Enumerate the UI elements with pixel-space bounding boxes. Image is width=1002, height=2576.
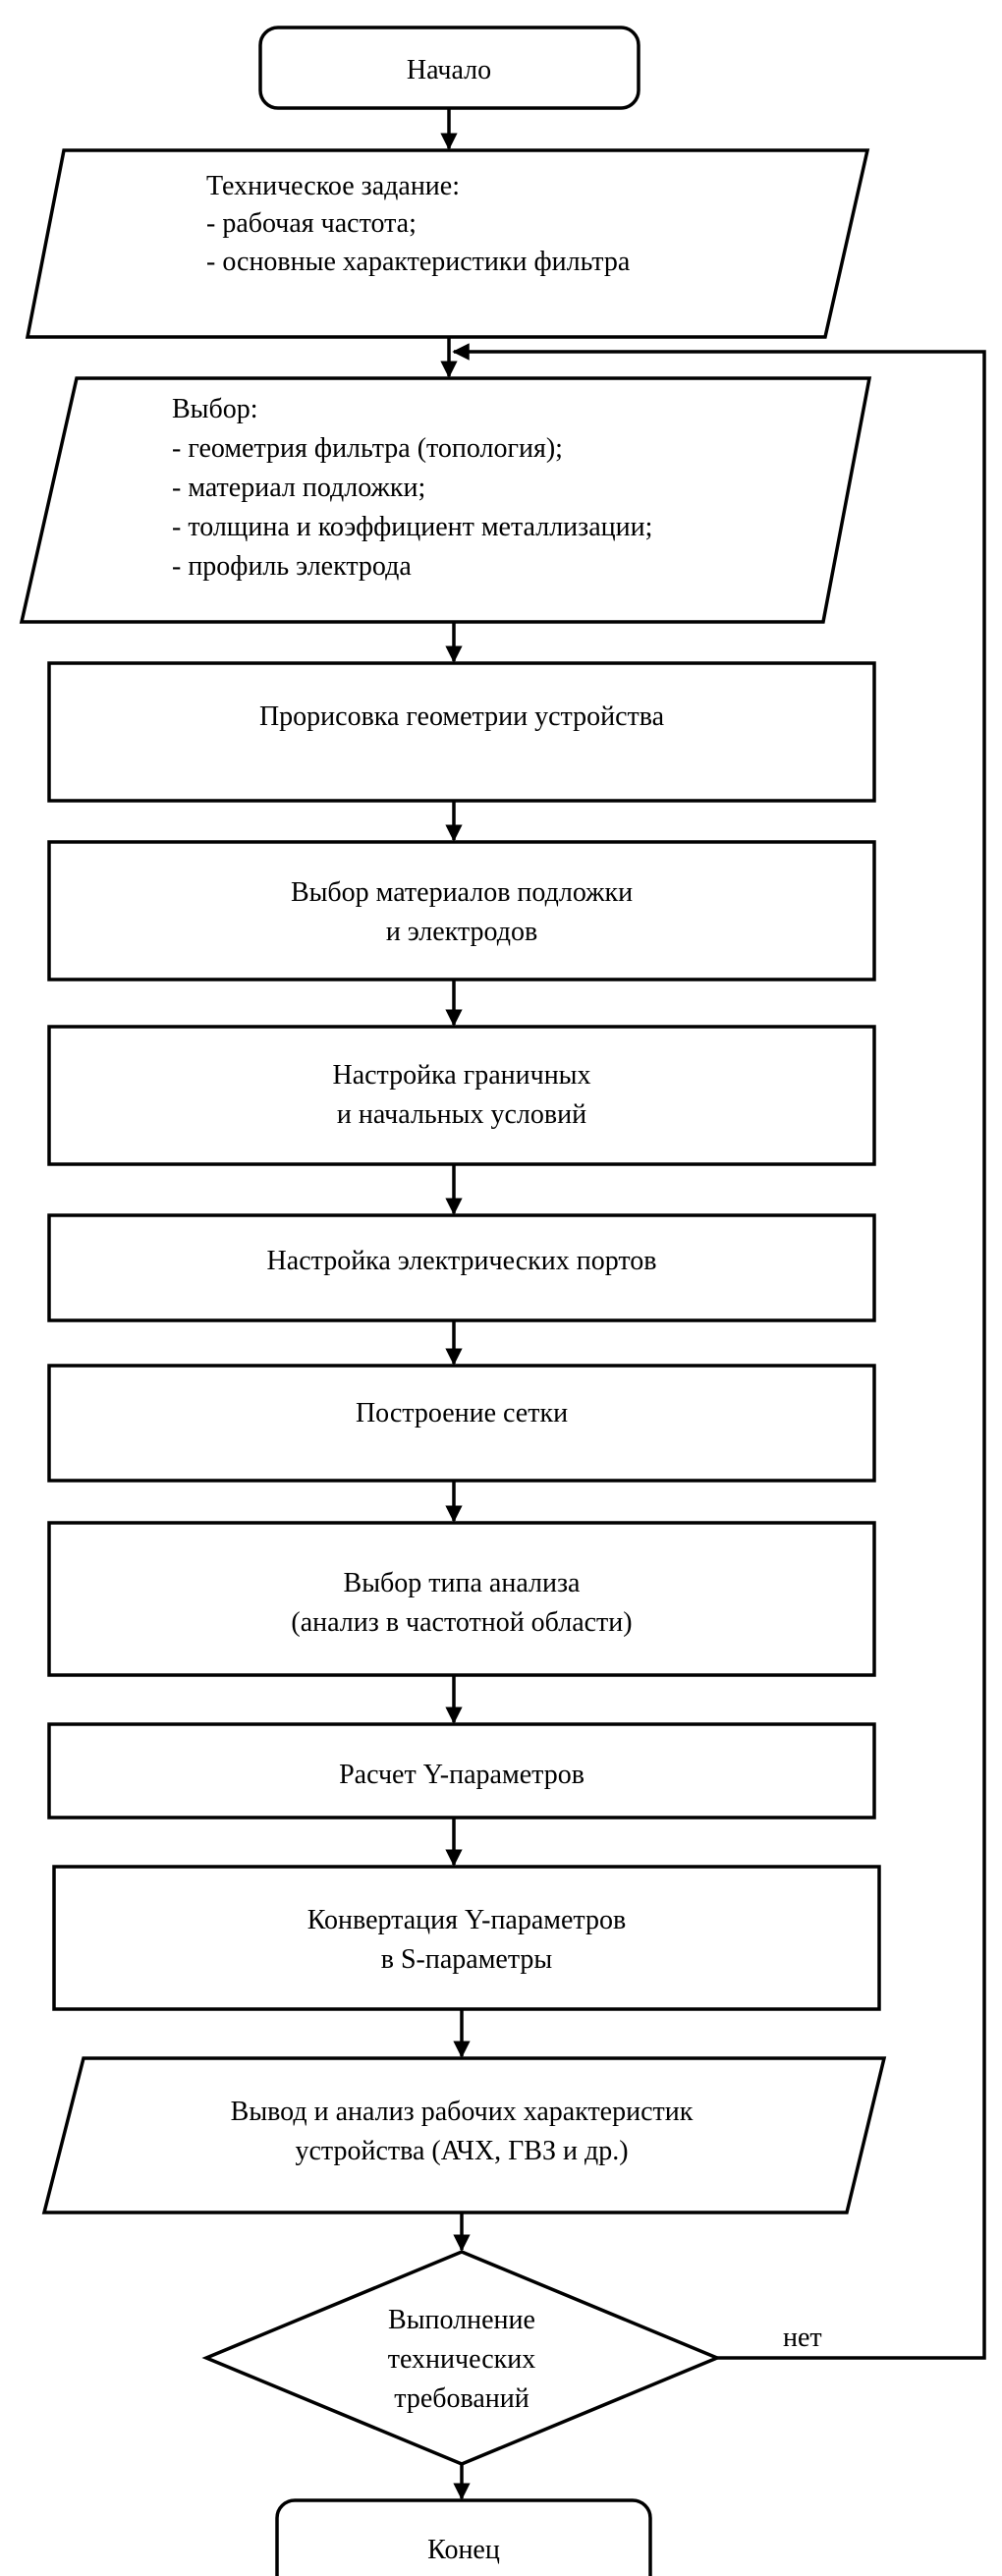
output-label: устройства (АЧХ, ГВЗ и др.) — [295, 2136, 628, 2166]
process-label: Настройка граничных — [332, 1060, 590, 1091]
decision-label: требований — [394, 2383, 529, 2414]
process-boundary-conditions: Настройка граничных и начальных условий — [47, 1025, 876, 1166]
start-label: Начало — [407, 55, 491, 85]
spec-item: - рабочая частота; — [206, 208, 417, 239]
end-label: Конец — [427, 2535, 500, 2565]
process-draw-geometry: Прорисовка геометрии устройства — [47, 661, 876, 803]
process-label: Выбор типа анализа — [344, 1568, 581, 1598]
start-terminal: Начало — [258, 26, 640, 110]
process-label: Прорисовка геометрии устройства — [259, 701, 665, 732]
decision-diamond: Выполнение технических требований — [201, 2250, 722, 2466]
choice-title: Выбор: — [172, 394, 258, 424]
no-label: нет — [783, 2323, 822, 2353]
spec-item: - основные характеристики фильтра — [206, 247, 631, 277]
process-label: (анализ в частотной области) — [291, 1607, 632, 1638]
process-mesh: Построение сетки — [47, 1364, 876, 1483]
feedback-arrow — [452, 343, 986, 2360]
output-data: Вывод и анализ рабочих характеристик уст… — [41, 2056, 887, 2214]
decision-label: Выполнение — [388, 2305, 535, 2335]
process-label: Построение сетки — [356, 1398, 568, 1428]
process-analysis-type: Выбор типа анализа (анализ в частотной о… — [47, 1521, 876, 1677]
spec-title: Техническое задание: — [206, 171, 460, 201]
decision-label: технических — [388, 2344, 536, 2375]
choice-item: - геометрия фильтра (топология); — [172, 433, 563, 464]
choice-item: - толщина и коэффициент металлизации; — [172, 512, 652, 542]
process-select-materials: Выбор материалов подложки и электродов — [47, 840, 876, 981]
process-label: Настройка электрических портов — [267, 1246, 657, 1276]
process-electric-ports: Настройка электрических портов — [47, 1213, 876, 1322]
choice-item: - профиль электрода — [172, 551, 412, 582]
end-terminal: Конец — [275, 2498, 652, 2576]
process-convert: Конвертация Y-параметров в S-параметры — [52, 1865, 881, 2011]
choice-item: - материал подложки; — [172, 473, 425, 503]
output-label: Вывод и анализ рабочих характеристик — [231, 2097, 694, 2127]
process-label: и начальных условий — [337, 1099, 586, 1130]
choice-input: Выбор: - геометрия фильтра (топология); … — [19, 376, 872, 624]
spec-input: Техническое задание: - рабочая частота; … — [25, 148, 870, 339]
process-label: и электродов — [386, 917, 537, 947]
process-label: Выбор материалов подложки — [291, 877, 633, 908]
process-label: Конвертация Y-параметров — [307, 1905, 626, 1935]
process-y-params: Расчет Y-параметров — [47, 1722, 876, 1820]
process-label: в S-параметры — [381, 1944, 553, 1975]
process-label: Расчет Y-параметров — [339, 1760, 584, 1790]
